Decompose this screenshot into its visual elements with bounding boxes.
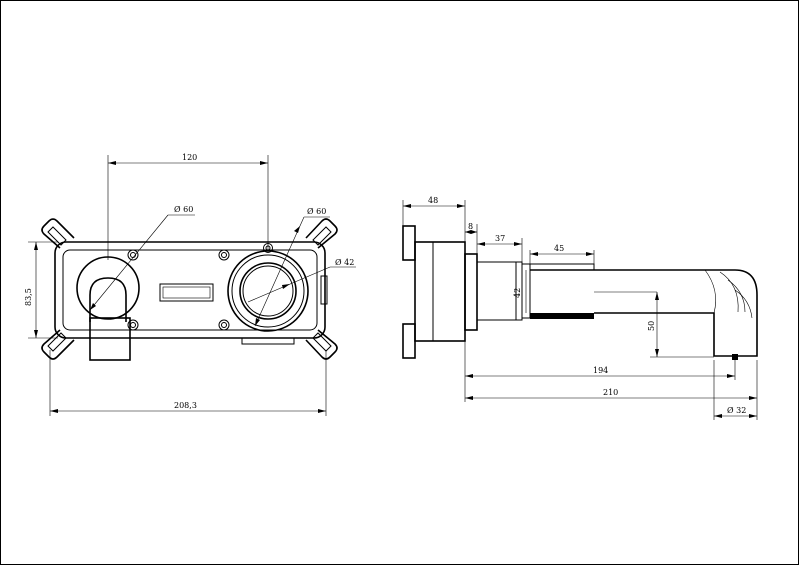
dim-120: 120 [182,153,197,162]
outlet-tip [732,354,738,360]
front-view: 120 Ø 60 Ø 60 Ø 42 83,5 208,3 [24,153,356,416]
body-plate-inner [62,249,318,331]
face-plate [464,253,478,331]
handle-top [529,263,595,271]
dim-45: 45 [554,244,564,253]
dim-8: 8 [468,222,473,231]
dim-48: 48 [428,196,438,205]
dim-diameter-32: Ø 32 [727,406,746,415]
dim-37: 37 [495,234,505,243]
side-knob [320,275,328,305]
display-window-outer [159,283,214,302]
dim-194: 194 [593,366,608,375]
dim-diameter-60-right: Ø 60 [307,207,326,216]
side-dimensions [402,200,758,420]
body-plate-outer [54,241,326,339]
valve-box [414,241,466,342]
dim-diameter-42: Ø 42 [335,258,354,267]
mounting-ears [41,218,338,360]
bottom-slot [241,337,295,345]
side-view: 48 8 37 45 42 50 194 210 Ø 32 [402,196,758,420]
dim-42: 42 [513,288,522,298]
dim-210: 210 [603,388,618,397]
handle-stem [521,263,531,319]
spout-bend-lines [704,269,753,319]
left-lever [76,256,140,361]
dim-50: 50 [647,321,656,331]
handle-knurl [530,313,594,319]
dim-208-3: 208,3 [174,401,197,410]
dim-diameter-60-left: Ø 60 [174,205,193,214]
flange-top [402,225,416,261]
front-dimensions [28,155,356,416]
display-window-inner [162,286,211,299]
flange-bottom [402,323,416,359]
dim-83-5: 83,5 [24,288,33,306]
right-dial [227,250,309,332]
